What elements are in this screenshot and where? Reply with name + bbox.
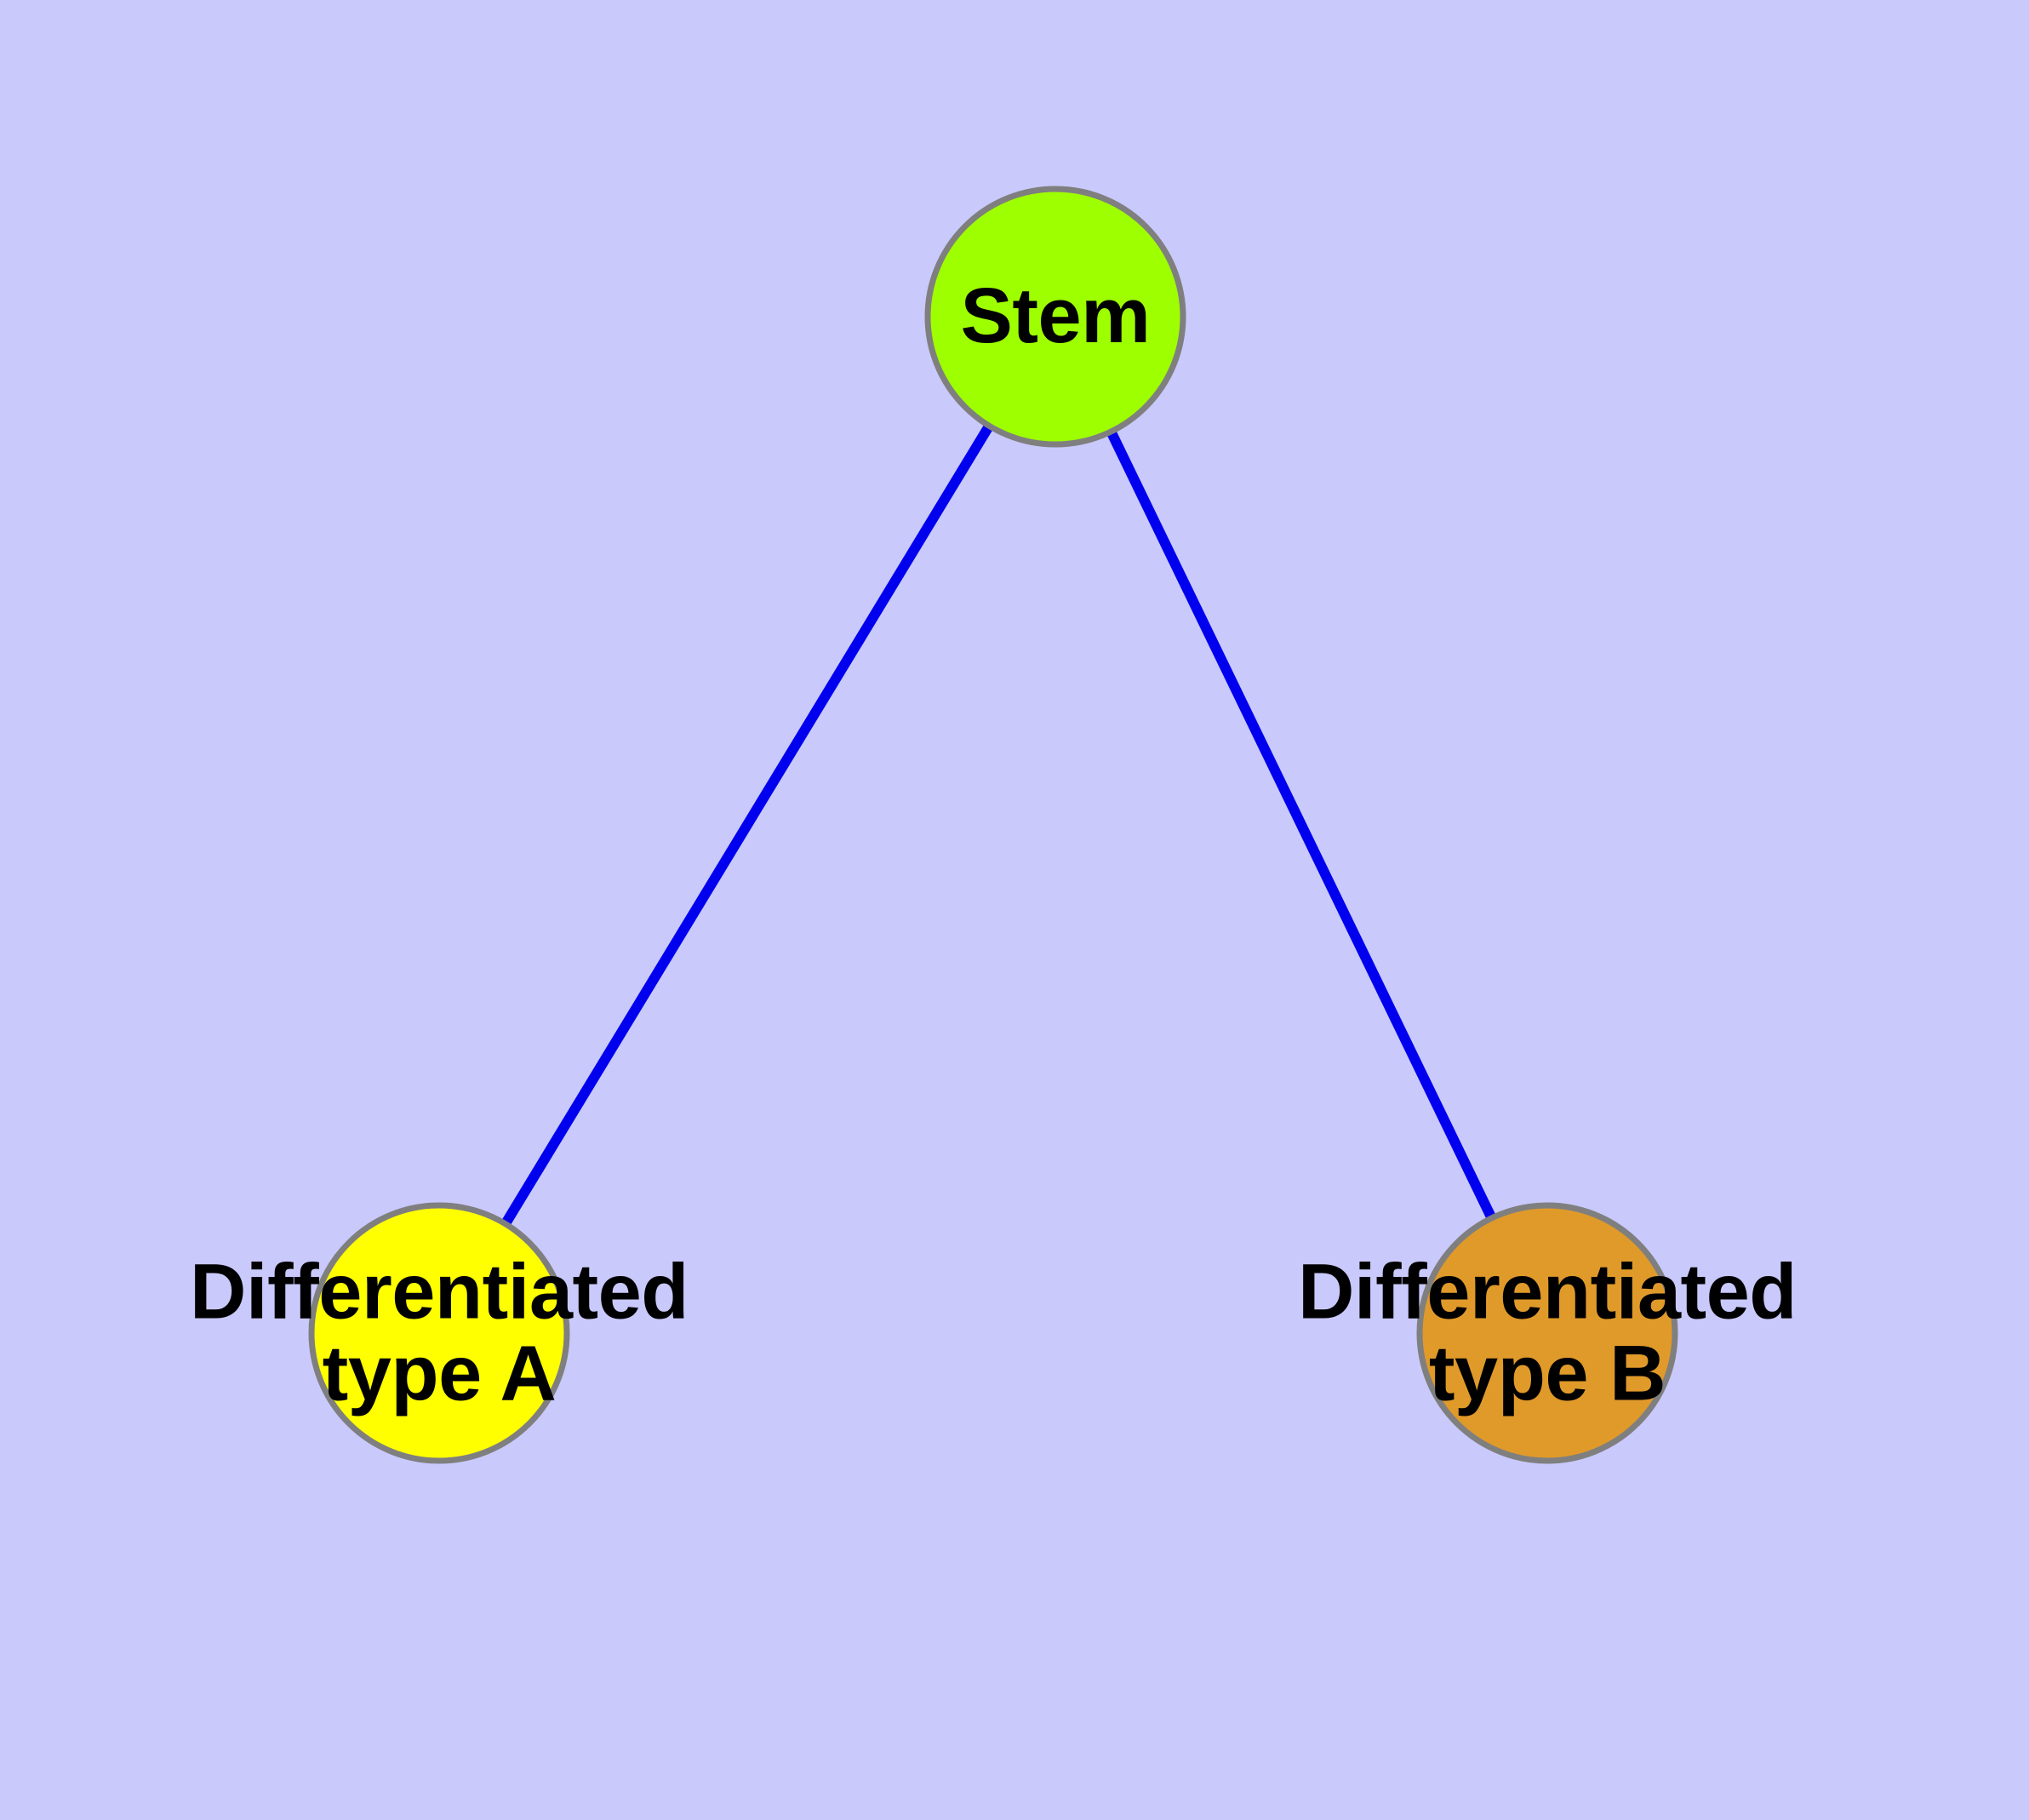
graph-edge-stem-to-diff-a	[500, 421, 995, 1228]
graph-edge-stem-to-diff-b	[1106, 427, 1497, 1222]
edge-layer	[500, 421, 1497, 1228]
graph-node-stem[interactable]	[924, 186, 1186, 448]
graph-node-diff-a[interactable]	[308, 1202, 570, 1464]
node-layer	[308, 186, 1678, 1464]
graph-node-diff-b[interactable]	[1416, 1202, 1678, 1464]
